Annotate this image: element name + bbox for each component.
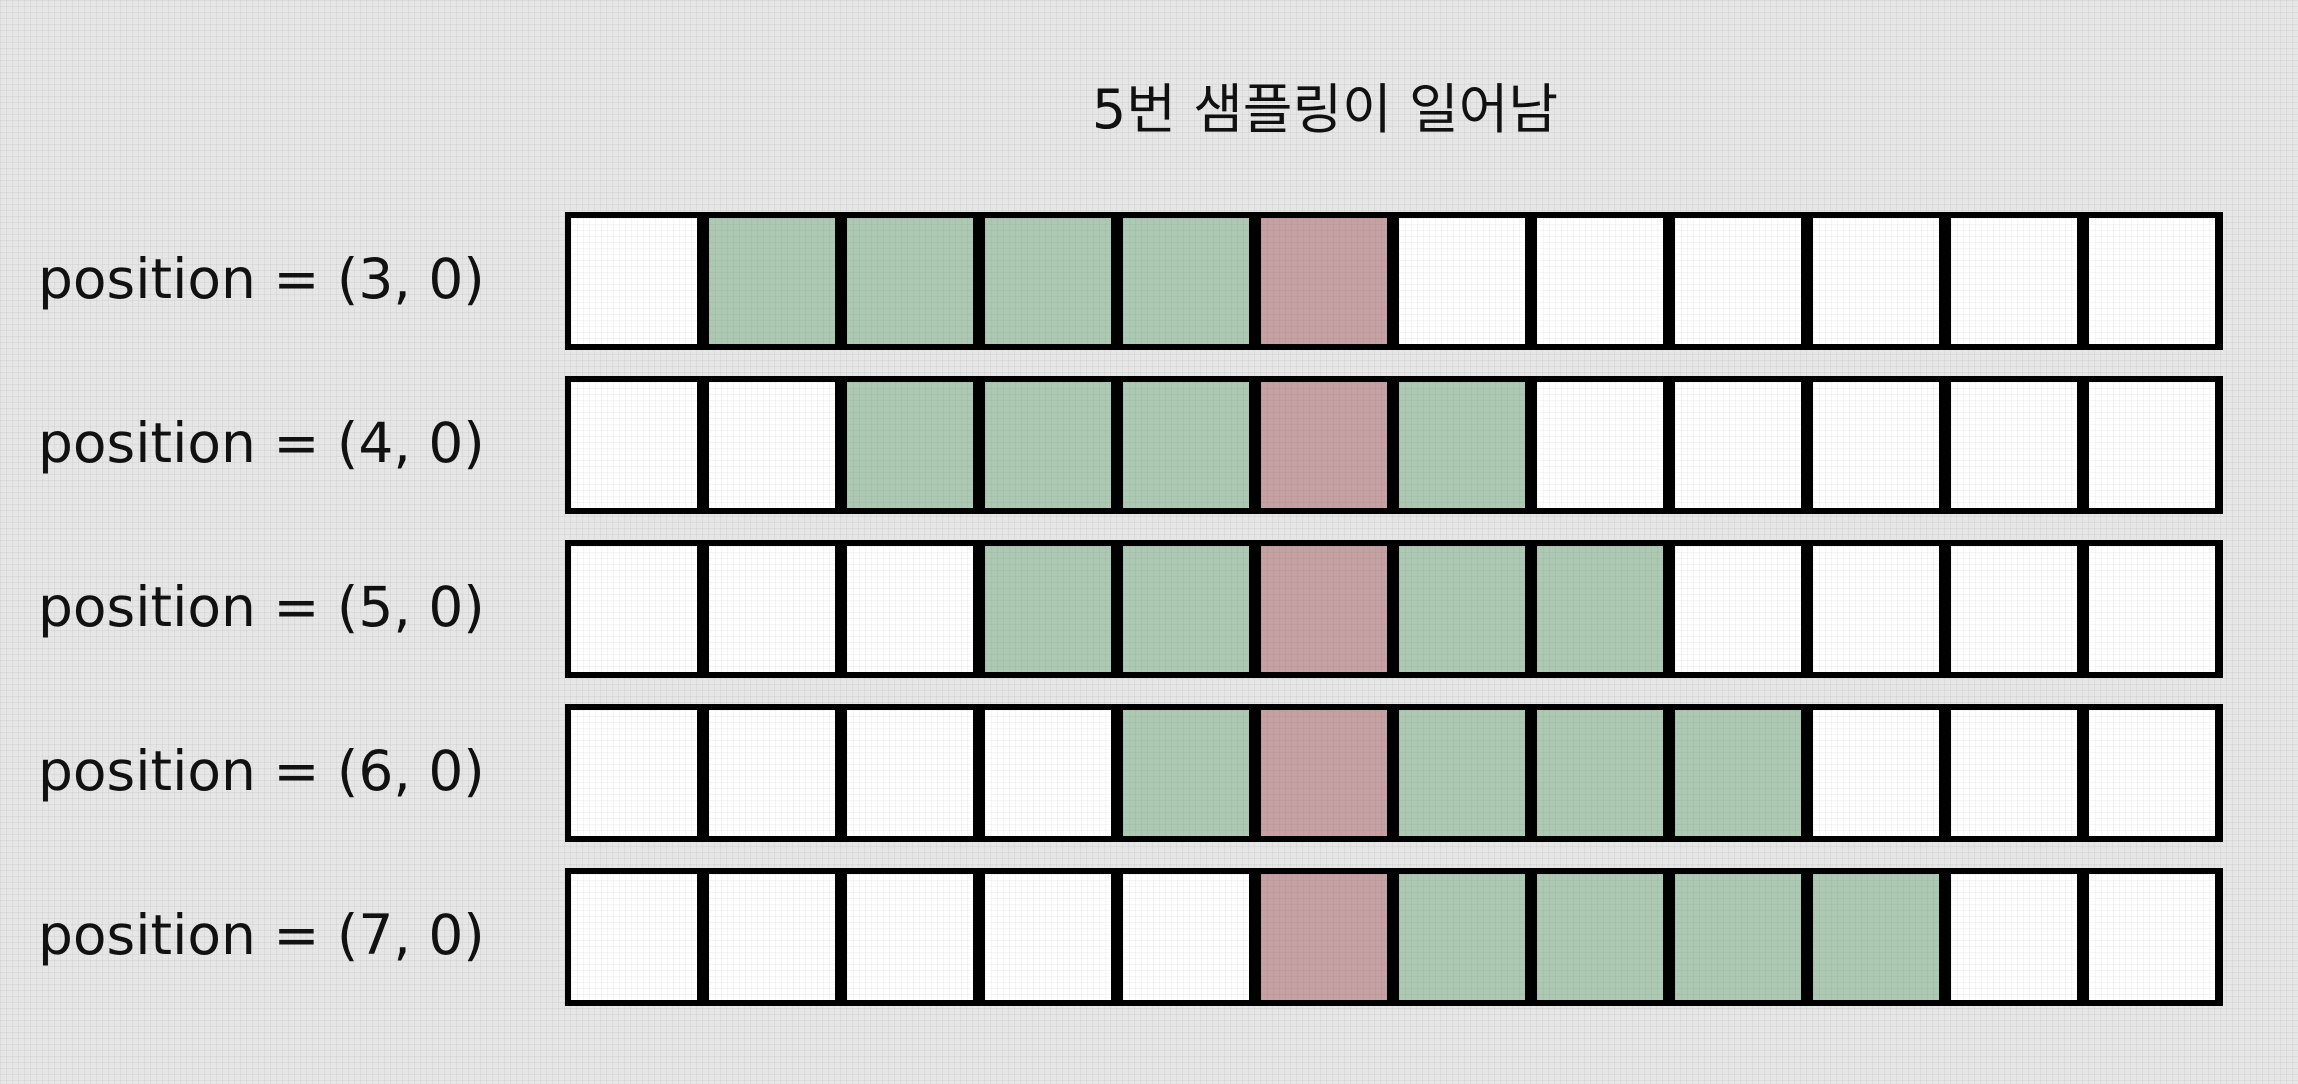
cell-strip: [565, 540, 2223, 678]
empty-cell: [1537, 218, 1663, 344]
sampled-cell: [1123, 546, 1249, 672]
cell-strip: [565, 868, 2223, 1006]
sampled-cell: [1399, 874, 1525, 1000]
center-cell: [1261, 382, 1387, 508]
empty-cell: [571, 710, 697, 836]
empty-cell: [1813, 710, 1939, 836]
empty-cell: [1951, 710, 2077, 836]
row-position-7: position = (7, 0): [0, 868, 2298, 1008]
empty-cell: [709, 710, 835, 836]
row-label: position = (7, 0): [38, 903, 485, 967]
sampled-cell: [847, 218, 973, 344]
sampled-cell: [1123, 710, 1249, 836]
empty-cell: [2089, 710, 2215, 836]
empty-cell: [2089, 874, 2215, 1000]
empty-cell: [847, 710, 973, 836]
cell-strip: [565, 704, 2223, 842]
center-cell: [1261, 546, 1387, 672]
empty-cell: [1675, 382, 1801, 508]
center-cell: [1261, 218, 1387, 344]
empty-cell: [571, 546, 697, 672]
empty-cell: [847, 546, 973, 672]
sampled-cell: [985, 382, 1111, 508]
empty-cell: [1813, 218, 1939, 344]
empty-cell: [847, 874, 973, 1000]
row-position-3: position = (3, 0): [0, 212, 2298, 352]
row-label: position = (3, 0): [38, 247, 485, 311]
center-cell: [1261, 874, 1387, 1000]
diagram-title: 5번 샘플링이 일어남: [1091, 78, 1559, 141]
empty-cell: [1951, 382, 2077, 508]
empty-cell: [2089, 218, 2215, 344]
empty-cell: [985, 874, 1111, 1000]
row-label: position = (5, 0): [38, 575, 485, 639]
empty-cell: [2089, 546, 2215, 672]
empty-cell: [709, 382, 835, 508]
row-label: position = (4, 0): [38, 411, 485, 475]
sampled-cell: [1537, 546, 1663, 672]
sampled-cell: [1537, 710, 1663, 836]
sampled-cell: [709, 218, 835, 344]
empty-cell: [1123, 874, 1249, 1000]
empty-cell: [1813, 382, 1939, 508]
row-position-4: position = (4, 0): [0, 376, 2298, 516]
sampled-cell: [1123, 382, 1249, 508]
row-position-6: position = (6, 0): [0, 704, 2298, 844]
empty-cell: [571, 382, 697, 508]
empty-cell: [1951, 874, 2077, 1000]
empty-cell: [1537, 382, 1663, 508]
sampled-cell: [985, 218, 1111, 344]
row-position-5: position = (5, 0): [0, 540, 2298, 680]
center-cell: [1261, 710, 1387, 836]
row-label: position = (6, 0): [38, 739, 485, 803]
empty-cell: [1399, 218, 1525, 344]
empty-cell: [1675, 218, 1801, 344]
sampled-cell: [1675, 874, 1801, 1000]
empty-cell: [1813, 546, 1939, 672]
sampled-cell: [985, 546, 1111, 672]
empty-cell: [2089, 382, 2215, 508]
sampled-cell: [1399, 710, 1525, 836]
empty-cell: [1951, 218, 2077, 344]
empty-cell: [709, 874, 835, 1000]
empty-cell: [1951, 546, 2077, 672]
sampled-cell: [1675, 710, 1801, 836]
cell-strip: [565, 376, 2223, 514]
sampled-cell: [1399, 546, 1525, 672]
sampled-cell: [1537, 874, 1663, 1000]
empty-cell: [571, 218, 697, 344]
empty-cell: [1675, 546, 1801, 672]
sampled-cell: [847, 382, 973, 508]
empty-cell: [985, 710, 1111, 836]
cell-strip: [565, 212, 2223, 350]
sampled-cell: [1123, 218, 1249, 344]
sampled-cell: [1399, 382, 1525, 508]
sampled-cell: [1813, 874, 1939, 1000]
empty-cell: [571, 874, 697, 1000]
empty-cell: [709, 546, 835, 672]
